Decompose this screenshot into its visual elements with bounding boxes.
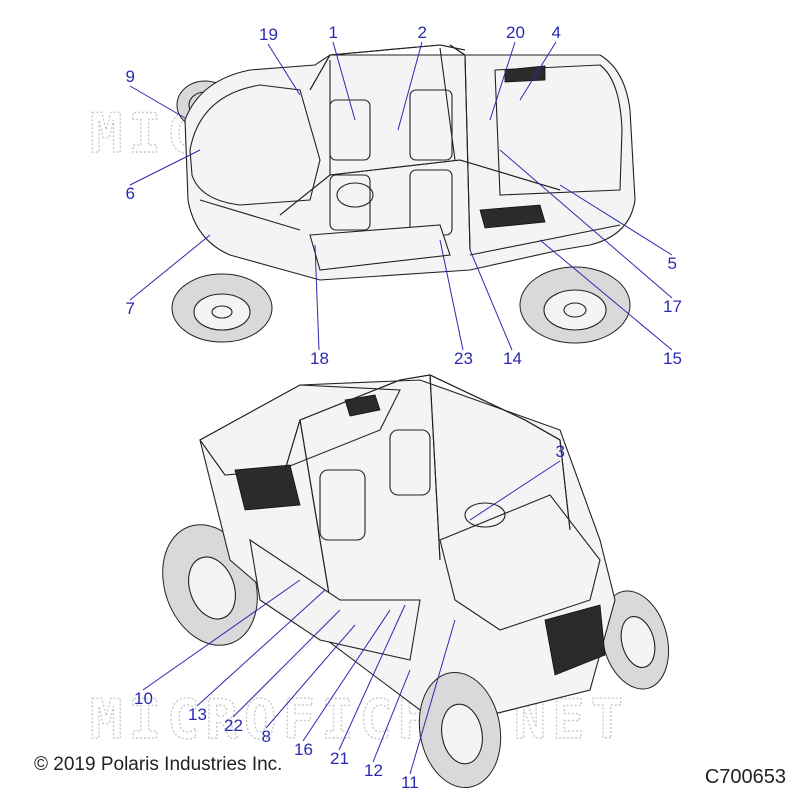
top-callout-5: 5 bbox=[668, 254, 677, 273]
iso-callout-16: 16 bbox=[294, 740, 313, 759]
top-leader-14 bbox=[469, 249, 513, 351]
top-callout-4: 4 bbox=[552, 23, 561, 42]
top-leader-7 bbox=[129, 234, 211, 301]
top-leader-17 bbox=[499, 149, 673, 299]
iso-leader-10 bbox=[142, 579, 301, 691]
iso-tire-front-right bbox=[600, 590, 670, 690]
iso-leader-21 bbox=[338, 604, 406, 751]
top-callout-2: 2 bbox=[418, 23, 427, 42]
top-leader-6 bbox=[129, 149, 201, 186]
iso-callout-12: 12 bbox=[364, 761, 383, 780]
iso-leader-3 bbox=[469, 460, 561, 521]
top-leader-9 bbox=[129, 85, 186, 119]
top-callout-20: 20 bbox=[506, 23, 525, 42]
top-leader-15 bbox=[539, 239, 673, 351]
iso-callout-11: 11 bbox=[401, 773, 419, 792]
top-callout-18: 18 bbox=[310, 349, 329, 368]
top-callout-1: 1 bbox=[329, 23, 338, 42]
top-leader-19 bbox=[267, 43, 301, 96]
iso-leader-13 bbox=[196, 589, 326, 707]
iso-leader-11 bbox=[409, 619, 456, 775]
iso-callout-3: 3 bbox=[556, 442, 565, 461]
top-callout-19: 19 bbox=[259, 25, 278, 44]
part-number: C700653 bbox=[704, 766, 786, 788]
tire-rear-left bbox=[171, 273, 273, 343]
top-view-vehicle bbox=[171, 44, 636, 344]
iso-callout-21: 21 bbox=[330, 749, 349, 768]
iso-callout-10: 10 bbox=[134, 689, 153, 708]
top-callout-6: 6 bbox=[126, 184, 135, 203]
top-leader-5 bbox=[559, 184, 673, 256]
top-leader-4 bbox=[519, 41, 557, 101]
top-callout-17: 17 bbox=[663, 297, 682, 316]
iso-leader-12 bbox=[372, 669, 411, 763]
iso-tire-front-left bbox=[418, 671, 502, 789]
top-leader-2 bbox=[397, 41, 423, 131]
iso-callout-22: 22 bbox=[224, 716, 243, 735]
top-leader-23 bbox=[439, 239, 464, 351]
top-callout-23: 23 bbox=[454, 349, 473, 368]
top-callout-14: 14 bbox=[503, 349, 522, 368]
iso-callout-8: 8 bbox=[262, 727, 271, 746]
top-leader-1 bbox=[332, 41, 356, 121]
top-leader-18 bbox=[314, 244, 320, 351]
top-callout-7: 7 bbox=[126, 299, 135, 318]
iso-callout-13: 13 bbox=[188, 705, 207, 724]
iso-view-callouts: 3 10 13 22 8 16 21 12 11 bbox=[134, 442, 565, 792]
copyright-notice: © 2019 Polaris Industries Inc. bbox=[34, 754, 283, 775]
top-view-callouts: 19 1 2 20 4 9 6 5 7 17 15 18 23 14 bbox=[126, 23, 682, 368]
top-callout-9: 9 bbox=[126, 67, 135, 86]
top-leader-20 bbox=[489, 41, 516, 121]
iso-leader-22 bbox=[232, 609, 341, 718]
iso-view-vehicle bbox=[162, 374, 670, 789]
tire-rear-right bbox=[519, 266, 631, 344]
iso-leader-16 bbox=[302, 609, 391, 742]
iso-leader-8 bbox=[265, 624, 356, 729]
top-callout-15: 15 bbox=[663, 349, 682, 368]
